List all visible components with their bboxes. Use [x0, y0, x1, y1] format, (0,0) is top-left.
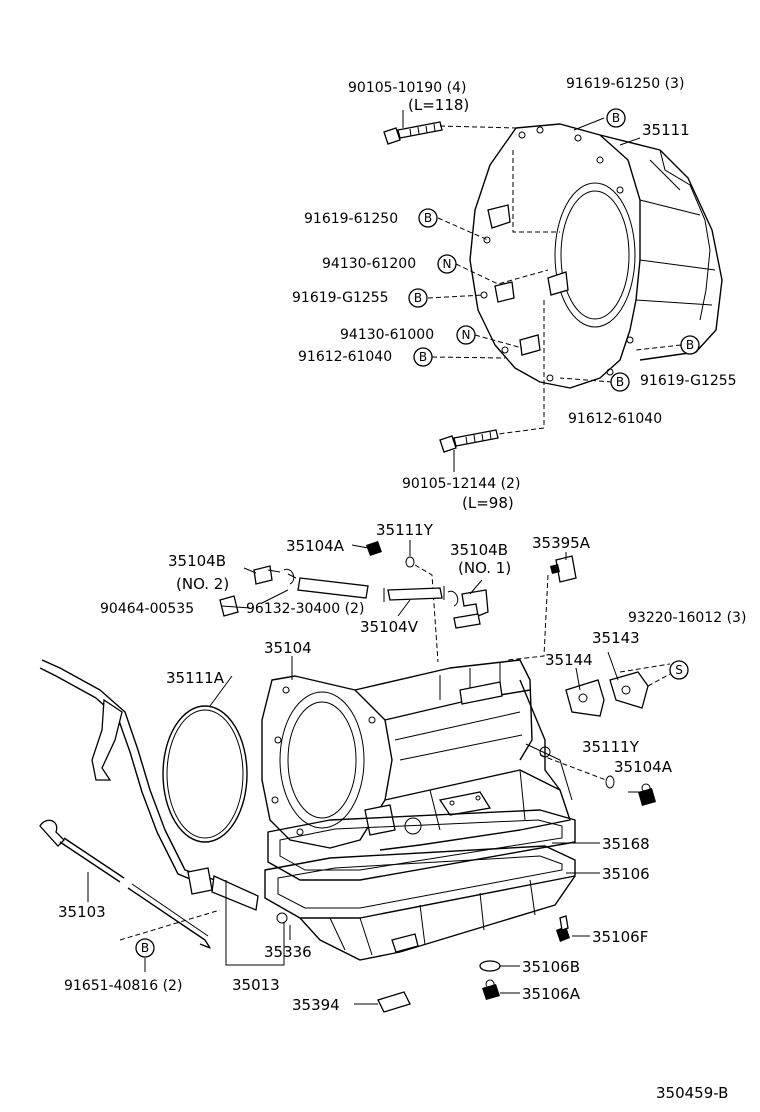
label-94130-61000: 94130-61000 — [340, 327, 434, 343]
label-90105-10190: 90105-10190 (4) — [348, 80, 466, 96]
symbol-s-1: S — [669, 660, 689, 680]
symbol-b-3: B — [408, 288, 428, 308]
bolt-90105-12144 — [439, 429, 499, 453]
label-35104V: 35104V — [360, 618, 419, 636]
label-91619-G1255-right: 91619-G1255 — [640, 373, 737, 389]
label-35104B-no1-sub: (NO. 1) — [458, 559, 511, 577]
label-35111: 35111 — [642, 121, 690, 139]
fitting-35104B-no1 — [461, 589, 489, 617]
label-35106: 35106 — [602, 865, 650, 883]
symbol-b-4: B — [413, 347, 433, 367]
label-35144: 35144 — [545, 651, 593, 669]
label-91612-61040-left: 91612-61040 — [298, 349, 392, 365]
label-35104B-no1: 35104B — [450, 541, 508, 559]
fitting-35104B-no2 — [253, 565, 273, 585]
plug-35106A — [482, 979, 500, 1000]
label-96132-30400: 96132-30400 (2) — [246, 601, 364, 617]
filter-35394 — [377, 991, 411, 1013]
label-35395A: 35395A — [532, 534, 591, 552]
label-91619-61250-3: 91619-61250 (3) — [566, 76, 684, 92]
hose-section — [297, 577, 369, 599]
label-35013: 35013 — [232, 976, 280, 994]
label-91619-61250: 91619-61250 — [304, 211, 398, 227]
label-93220-16012: 93220-16012 (3) — [628, 610, 746, 626]
o-ring-35111A — [162, 705, 248, 843]
label-91619-G1255-left: 91619-G1255 — [292, 290, 389, 306]
label-35168: 35168 — [602, 835, 650, 853]
label-90105-12144-length: (L=98) — [462, 494, 514, 512]
plug-35104A-lower — [638, 783, 656, 806]
label-91651-40816: 91651-40816 (2) — [64, 978, 182, 994]
oil-pan-35106 — [264, 845, 576, 961]
label-35111Y-lower: 35111Y — [582, 738, 640, 756]
symbol-n-1: N — [437, 254, 457, 274]
transmission-housing-35111 — [469, 123, 723, 389]
label-35111Y-upper: 35111Y — [376, 521, 434, 539]
label-35394: 35394 — [292, 996, 340, 1014]
svg-text:N: N — [462, 328, 471, 342]
washer-35106B — [479, 960, 501, 972]
label-35336: 35336 — [264, 943, 312, 961]
svg-text:B: B — [686, 338, 694, 352]
label-35104B-no2-sub: (NO. 2) — [176, 575, 229, 593]
svg-text:S: S — [675, 663, 683, 677]
symbol-b-7: B — [135, 938, 155, 958]
plug-35104A-upper — [366, 541, 382, 556]
dipstick-35103 — [39, 819, 211, 949]
label-35111A: 35111A — [166, 669, 225, 687]
label-35143: 35143 — [592, 629, 640, 647]
symbol-b-5: B — [680, 335, 700, 355]
svg-text:B: B — [419, 350, 427, 364]
label-91612-61040-right: 91612-61040 — [568, 411, 662, 427]
drain-plug-35106F — [556, 915, 570, 942]
hose-35104V — [387, 587, 443, 601]
o-ring-35111Y-lower — [605, 775, 615, 789]
dipstick-tube-35013 — [39, 659, 288, 924]
svg-text:B: B — [141, 941, 149, 955]
svg-text:B: B — [424, 211, 432, 225]
svg-text:N: N — [443, 257, 452, 271]
label-35103: 35103 — [58, 903, 106, 921]
symbol-b-2: B — [418, 208, 438, 228]
svg-text:B: B — [612, 111, 620, 125]
label-35104A-upper: 35104A — [286, 537, 345, 555]
bracket-35143 — [609, 671, 649, 709]
symbol-n-2: N — [456, 325, 476, 345]
svg-text:B: B — [414, 291, 422, 305]
symbol-b-6: B — [610, 372, 630, 392]
label-35104B-no2: 35104B — [168, 552, 226, 570]
label-90464-00535: 90464-00535 — [100, 601, 194, 617]
bracket-35144 — [565, 679, 605, 717]
transmission-assembly-35104 — [261, 659, 573, 851]
o-ring-35111Y-upper — [405, 556, 415, 568]
svg-text:B: B — [616, 375, 624, 389]
diagram-code: 350459-B — [656, 1084, 728, 1102]
label-94130-61200: 94130-61200 — [322, 256, 416, 272]
label-90105-10190-length: (L=118) — [408, 96, 469, 114]
label-35106F: 35106F — [592, 928, 648, 946]
sensor-35395A — [555, 555, 577, 583]
label-35106A: 35106A — [522, 985, 581, 1003]
label-35104: 35104 — [264, 639, 312, 657]
symbol-b-1: B — [606, 108, 626, 128]
label-90105-12144: 90105-12144 (2) — [402, 476, 520, 492]
label-35104A-lower: 35104A — [614, 758, 673, 776]
bolt-90105-10190 — [383, 121, 443, 145]
label-35106B: 35106B — [522, 958, 580, 976]
